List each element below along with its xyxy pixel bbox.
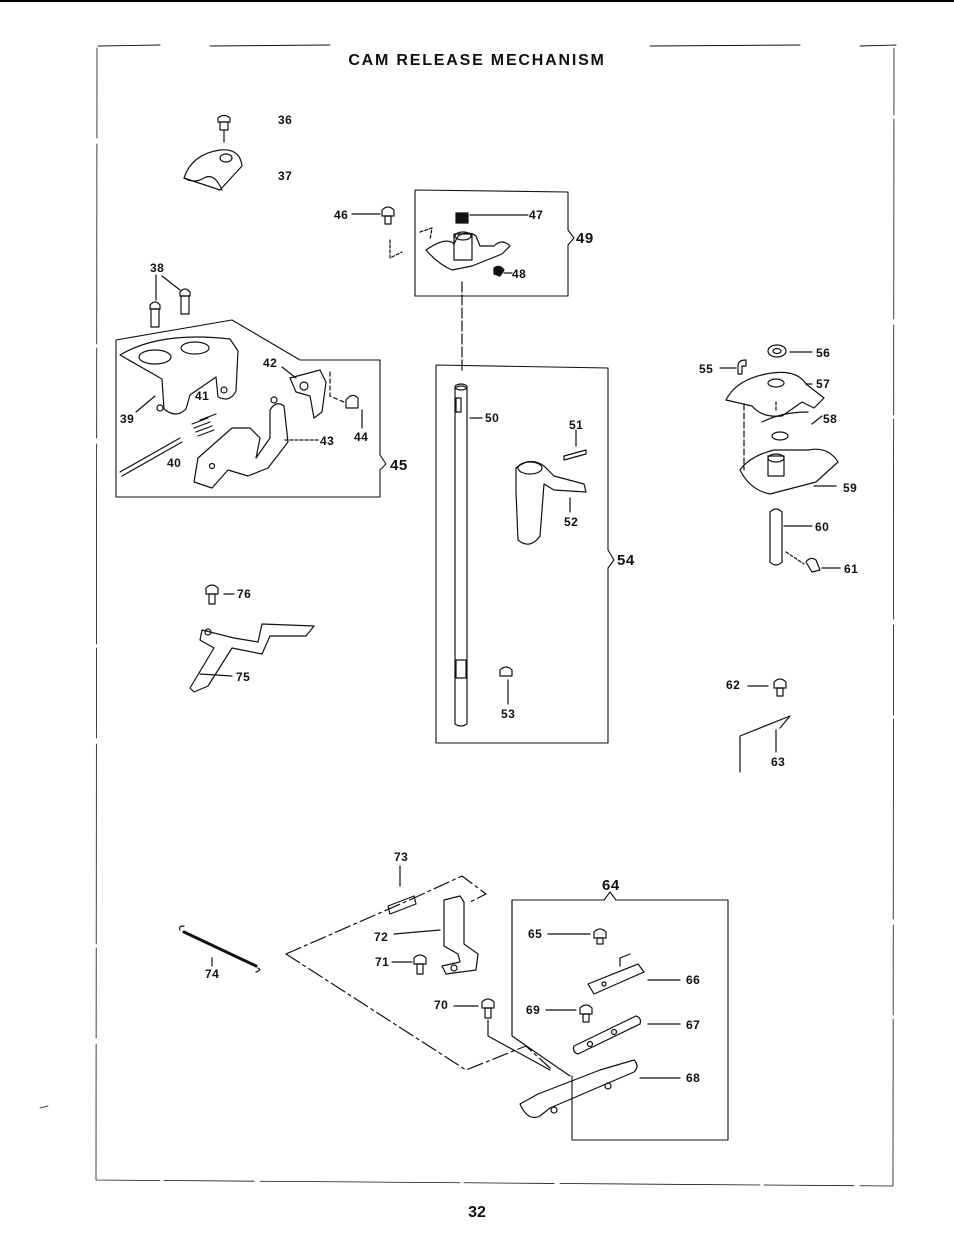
screw-70-icon bbox=[453, 998, 551, 1071]
part-number-57: 57 bbox=[816, 377, 831, 391]
part-number-59: 59 bbox=[843, 481, 858, 495]
part-number-60: 60 bbox=[815, 520, 830, 534]
spring-41-icon bbox=[191, 413, 217, 437]
screw-38-icon bbox=[149, 274, 191, 328]
group-number-64: 64 bbox=[602, 877, 620, 894]
bracket-72-icon bbox=[393, 895, 479, 975]
lever-75-icon bbox=[189, 584, 315, 693]
spring-74-icon bbox=[178, 925, 261, 973]
page-frame bbox=[95, 44, 897, 1187]
rod-40-icon bbox=[119, 437, 183, 477]
part-number-43: 43 bbox=[320, 434, 335, 448]
part-number-75: 75 bbox=[236, 670, 251, 684]
part-number-68: 68 bbox=[686, 1071, 701, 1085]
assembly-box-64 bbox=[511, 891, 729, 1141]
part-number-41: 41 bbox=[195, 389, 210, 403]
screw-44-icon bbox=[329, 371, 363, 429]
bracket-39-icon bbox=[119, 336, 239, 415]
clamp-37-icon bbox=[183, 149, 243, 191]
part-number-65: 65 bbox=[528, 927, 543, 941]
part-number-40: 40 bbox=[167, 456, 182, 470]
group-number-54: 54 bbox=[617, 552, 635, 569]
pin-51-icon bbox=[563, 429, 587, 461]
part-number-62: 62 bbox=[726, 678, 741, 692]
part-number-56: 56 bbox=[816, 346, 831, 360]
assembly-box-54 bbox=[435, 364, 615, 744]
linkage-lines bbox=[285, 875, 551, 1071]
part-number-73: 73 bbox=[394, 850, 409, 864]
part-number-48: 48 bbox=[512, 267, 527, 281]
part-number-71: 71 bbox=[375, 955, 390, 969]
part-number-44: 44 bbox=[354, 430, 369, 444]
part-number-42: 42 bbox=[263, 356, 278, 370]
part-number-50: 50 bbox=[485, 411, 500, 425]
group-number-49: 49 bbox=[576, 230, 594, 247]
screw-46-icon bbox=[351, 206, 395, 225]
part-number-67: 67 bbox=[686, 1018, 701, 1032]
lever-43-icon bbox=[193, 396, 289, 489]
part-number-39: 39 bbox=[120, 412, 135, 426]
part-number-52: 52 bbox=[564, 515, 579, 529]
assembly-box-49 bbox=[389, 189, 575, 297]
part-number-55: 55 bbox=[699, 362, 714, 376]
part-number-36: 36 bbox=[278, 113, 293, 127]
part-number-46: 46 bbox=[334, 208, 349, 222]
plate-42-icon bbox=[281, 366, 327, 419]
part-number-38: 38 bbox=[150, 261, 165, 275]
part-number-58: 58 bbox=[823, 412, 838, 426]
screw-36-icon bbox=[217, 114, 231, 143]
assembly-55-61 bbox=[719, 344, 841, 573]
spring-73-icon bbox=[387, 865, 417, 915]
page-number: 32 bbox=[468, 1204, 486, 1221]
part-number-63: 63 bbox=[771, 755, 786, 769]
group-number-45: 45 bbox=[390, 457, 408, 474]
part-number-70: 70 bbox=[434, 998, 449, 1012]
page-top-rule bbox=[0, 0, 954, 2]
screw-71-icon bbox=[391, 954, 427, 975]
part-number-47: 47 bbox=[529, 208, 544, 222]
part-number-61: 61 bbox=[844, 562, 859, 576]
part-number-53: 53 bbox=[501, 707, 516, 721]
part-number-66: 66 bbox=[686, 973, 701, 987]
part-number-76: 76 bbox=[237, 587, 252, 601]
part-number-74: 74 bbox=[205, 967, 220, 981]
arm-52-icon bbox=[515, 460, 587, 545]
screw-62-icon bbox=[747, 678, 787, 697]
nut-53-icon bbox=[499, 666, 513, 705]
part-number-51: 51 bbox=[569, 418, 584, 432]
page-title: CAM RELEASE MECHANISM bbox=[348, 52, 606, 69]
wire-63-icon bbox=[739, 715, 791, 773]
part-number-69: 69 bbox=[526, 1003, 541, 1017]
part-number-72: 72 bbox=[374, 930, 389, 944]
part-number-37: 37 bbox=[278, 169, 293, 183]
assembly-box-45 bbox=[115, 319, 387, 498]
